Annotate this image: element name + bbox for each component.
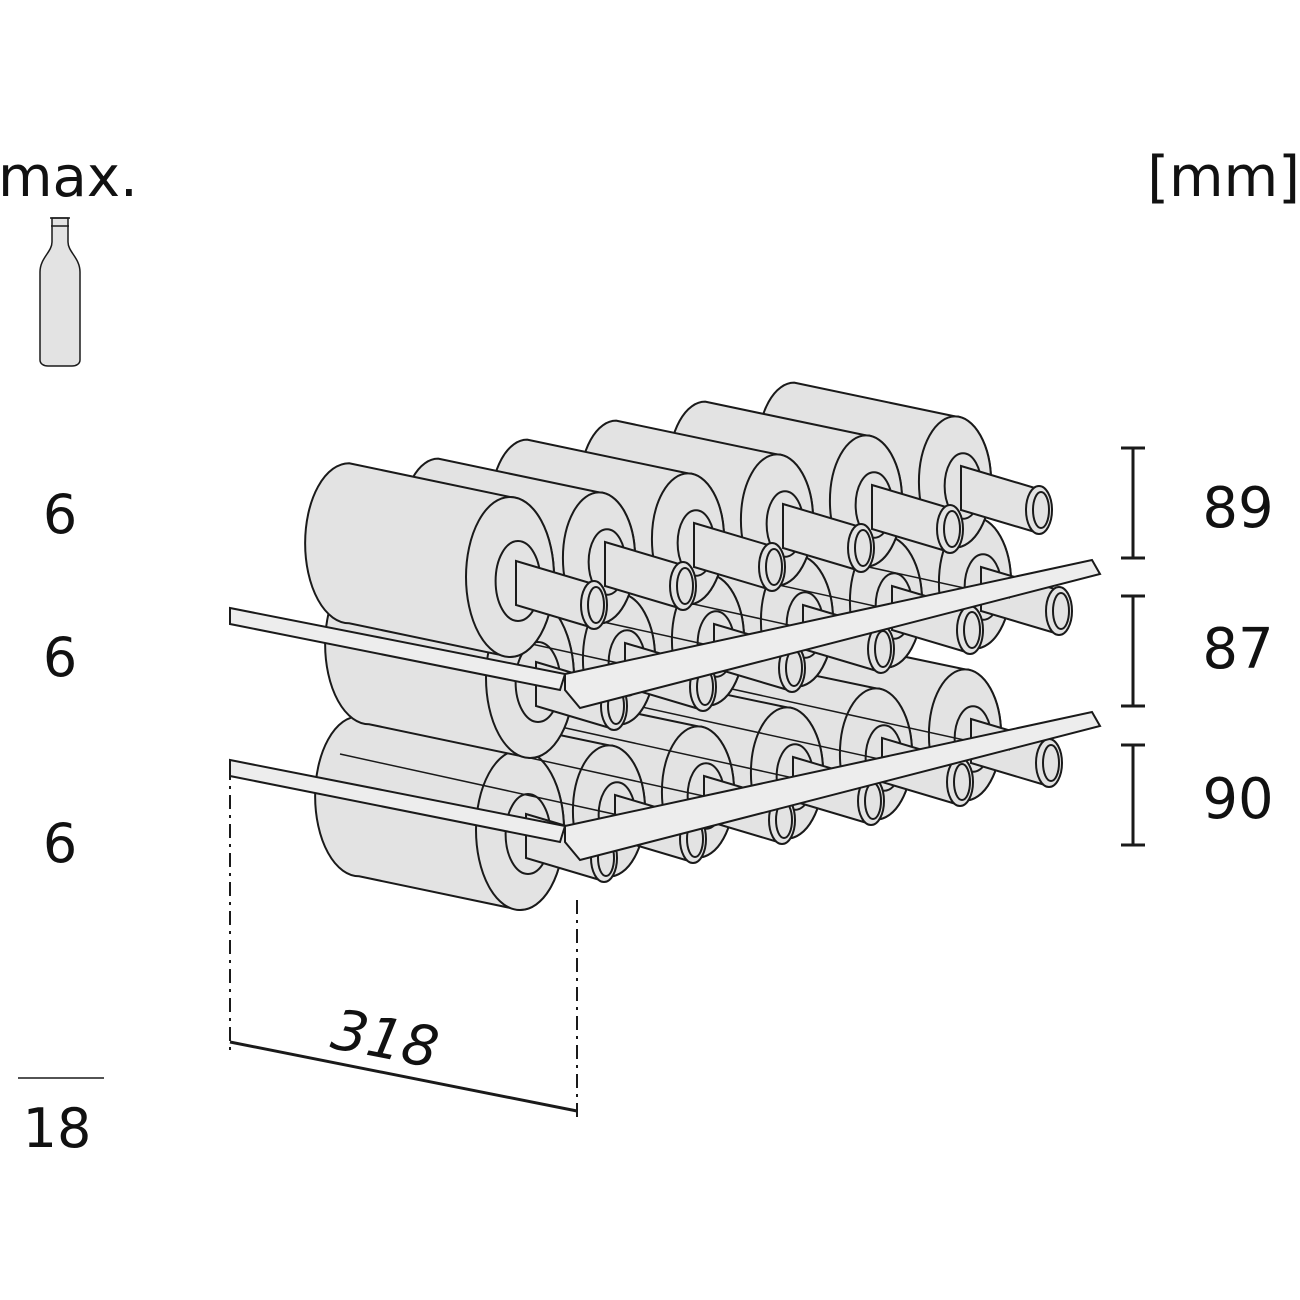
height-bracket-1 [1121,446,1145,560]
total-bottle-count: 18 [23,1097,92,1160]
max-label: max. [0,145,138,210]
shelf-2-bottle-count: 6 [43,626,77,689]
height-bracket-3 [1121,743,1145,847]
shelf-1-height: 89 [1202,476,1273,541]
shelf-2-rack [229,681,1102,862]
shelf-1-bottles [304,381,1053,659]
wine-bottle-icon [39,217,81,367]
shelf-2-height: 87 [1202,617,1273,682]
shelf-1-bottle-count: 6 [43,483,77,546]
depth-label: 318 [326,997,443,1081]
rack-illustration [229,381,1102,912]
height-bracket-2 [1121,594,1145,708]
shelf-3-height: 90 [1202,767,1273,832]
depth-dimension [229,766,578,1120]
bottle [304,462,608,659]
unit-label: [mm] [1147,145,1300,210]
shelf-3-bottle-count: 6 [43,812,77,875]
